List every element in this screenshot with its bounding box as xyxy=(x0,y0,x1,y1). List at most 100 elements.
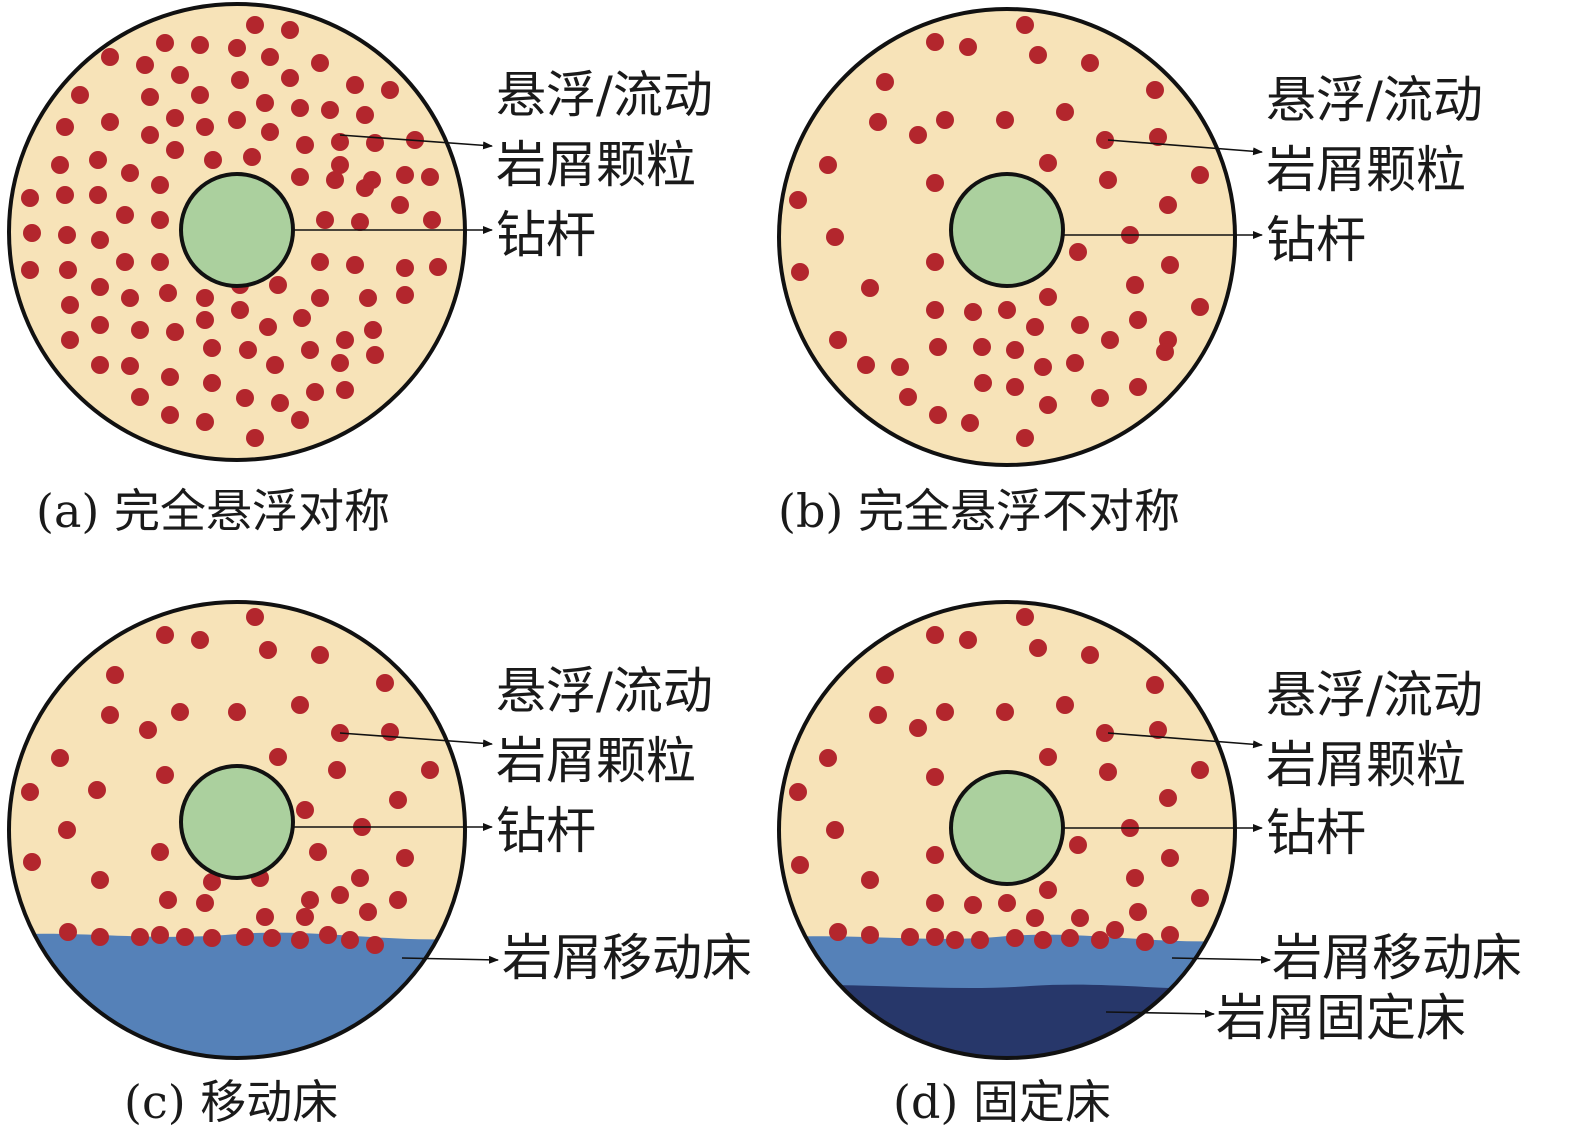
particle-group-d xyxy=(789,608,1209,951)
cuttings-particle xyxy=(136,56,154,74)
cuttings-particle xyxy=(204,151,222,169)
cuttings-particle xyxy=(246,16,264,34)
cuttings-particle xyxy=(191,36,209,54)
particles-label-line1: 悬浮/流动 xyxy=(1266,666,1483,724)
cuttings-particle xyxy=(316,211,334,229)
cuttings-particle xyxy=(819,749,837,767)
cuttings-particle xyxy=(151,926,169,944)
particles-label-line1: 悬浮/流动 xyxy=(1266,71,1483,129)
cuttings-particle xyxy=(228,111,246,129)
cuttings-particle xyxy=(101,48,119,66)
cuttings-particle xyxy=(861,871,879,889)
cuttings-particle xyxy=(266,356,284,374)
cuttings-particle xyxy=(971,931,989,949)
cuttings-particle xyxy=(876,73,894,91)
cuttings-particle xyxy=(936,111,954,129)
cuttings-particle xyxy=(196,118,214,136)
cuttings-particle xyxy=(151,176,169,194)
cuttings-particle xyxy=(899,388,917,406)
cuttings-particle xyxy=(319,926,337,944)
panel-d: 悬浮/流动 岩屑颗粒 钻杆 岩屑移动床 岩屑固定床 (d) 固定床 xyxy=(777,600,1522,1129)
particle-group-c xyxy=(21,608,439,954)
cuttings-particle xyxy=(1161,926,1179,944)
cuttings-particle xyxy=(21,783,39,801)
cuttings-particle xyxy=(21,261,39,279)
cuttings-particle xyxy=(366,346,384,364)
cuttings-particle xyxy=(228,39,246,57)
cuttings-particle xyxy=(1091,931,1109,949)
cuttings-particle xyxy=(869,113,887,131)
cuttings-moving-bed xyxy=(9,932,465,1058)
cuttings-particle xyxy=(1136,933,1154,951)
cuttings-particle xyxy=(857,356,875,374)
cuttings-particle xyxy=(1096,724,1114,742)
drill-pipe xyxy=(179,172,295,288)
panel-caption: (b) 完全悬浮不对称 xyxy=(778,484,1180,538)
cuttings-particle xyxy=(1159,789,1177,807)
panel-caption: (a) 完全悬浮对称 xyxy=(36,484,390,538)
cuttings-particle xyxy=(926,33,944,51)
cuttings-particle xyxy=(91,278,109,296)
cuttings-particle xyxy=(311,289,329,307)
drill-pipe xyxy=(949,172,1065,288)
cuttings-particle xyxy=(929,406,947,424)
cuttings-particle xyxy=(861,926,879,944)
cuttings-particle xyxy=(156,34,174,52)
cuttings-particle xyxy=(1159,196,1177,214)
moving-bed-leader-line xyxy=(401,955,499,964)
cuttings-particle xyxy=(936,703,954,721)
panel-b: 悬浮/流动 岩屑颗粒 钻杆 (b) 完全悬浮不对称 xyxy=(777,7,1483,538)
particles-label-line2: 岩屑颗粒 xyxy=(496,732,696,790)
cuttings-particle xyxy=(396,849,414,867)
cuttings-particle xyxy=(336,381,354,399)
cuttings-particle xyxy=(891,358,909,376)
cuttings-particle xyxy=(926,253,944,271)
cuttings-particle xyxy=(291,696,309,714)
cuttings-particle xyxy=(789,783,807,801)
cuttings-particle xyxy=(171,703,189,721)
cuttings-particle xyxy=(139,721,157,739)
cuttings-particle xyxy=(364,321,382,339)
panel-c: 悬浮/流动 岩屑颗粒 钻杆 岩屑移动床 (c) 移动床 xyxy=(7,600,752,1129)
cuttings-particle xyxy=(71,86,89,104)
cuttings-particle xyxy=(191,631,209,649)
cuttings-particle xyxy=(1101,331,1119,349)
cuttings-particle xyxy=(1069,243,1087,261)
cuttings-particle xyxy=(191,86,209,104)
particles-label-line2: 岩屑颗粒 xyxy=(496,136,696,194)
cuttings-particle xyxy=(61,296,79,314)
cuttings-particle xyxy=(961,414,979,432)
fixed-bed-label: 岩屑固定床 xyxy=(1216,989,1466,1047)
cuttings-particle xyxy=(1071,316,1089,334)
cuttings-particle xyxy=(1006,929,1024,947)
cuttings-particle xyxy=(101,113,119,131)
cuttings-particle xyxy=(301,891,319,909)
cuttings-particle xyxy=(171,66,189,84)
cuttings-particle xyxy=(974,374,992,392)
particles-leader-line xyxy=(1107,139,1263,156)
cuttings-particle xyxy=(291,931,309,949)
cuttings-particle xyxy=(391,196,409,214)
cuttings-particle xyxy=(166,141,184,159)
cuttings-particle xyxy=(366,936,384,954)
cuttings-particle xyxy=(1146,81,1164,99)
cuttings-particle xyxy=(281,21,299,39)
cuttings-particle xyxy=(421,761,439,779)
cuttings-particle xyxy=(996,703,1014,721)
cuttings-particle xyxy=(246,608,264,626)
cuttings-particle xyxy=(281,69,299,87)
cuttings-particle xyxy=(359,289,377,307)
cuttings-particle xyxy=(196,311,214,329)
cuttings-particle xyxy=(291,99,309,117)
cuttings-particle xyxy=(1026,909,1044,927)
cuttings-particle xyxy=(259,641,277,659)
cuttings-particle xyxy=(791,263,809,281)
cuttings-particle xyxy=(161,368,179,386)
cuttings-particle xyxy=(203,374,221,392)
cuttings-particle xyxy=(1006,341,1024,359)
cuttings-particle xyxy=(243,148,261,166)
cuttings-particle xyxy=(346,256,364,274)
cuttings-particle xyxy=(964,303,982,321)
cuttings-particle xyxy=(156,766,174,784)
